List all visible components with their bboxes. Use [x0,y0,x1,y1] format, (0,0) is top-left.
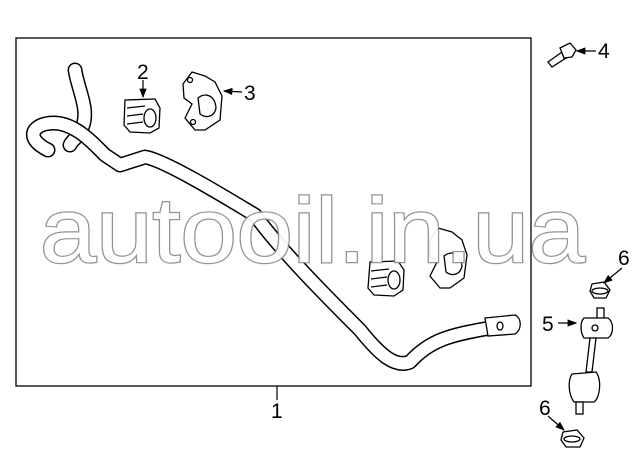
callout-6-lower: 6 [539,397,551,420]
callout-2: 2 [137,61,149,84]
callout-6-upper: 6 [618,247,630,270]
watermark: autooil.in.ua [40,180,586,282]
assembly-frame [15,37,532,387]
callout-3: 3 [244,82,256,105]
callout-1: 1 [271,400,283,423]
callout-5: 5 [542,313,554,336]
bushing-lower [367,260,405,297]
bracket-upper [182,71,223,131]
stabilizer-link [568,307,614,415]
nut-upper [589,281,611,299]
bushing-upper [123,98,161,134]
nut-lower [560,429,585,448]
stabilizer-bar [26,62,521,371]
bolt [547,42,577,68]
bracket-lower [429,227,468,289]
callouts: 1 2 3 4 5 6 6 [137,40,630,431]
callout-4: 4 [598,40,610,63]
